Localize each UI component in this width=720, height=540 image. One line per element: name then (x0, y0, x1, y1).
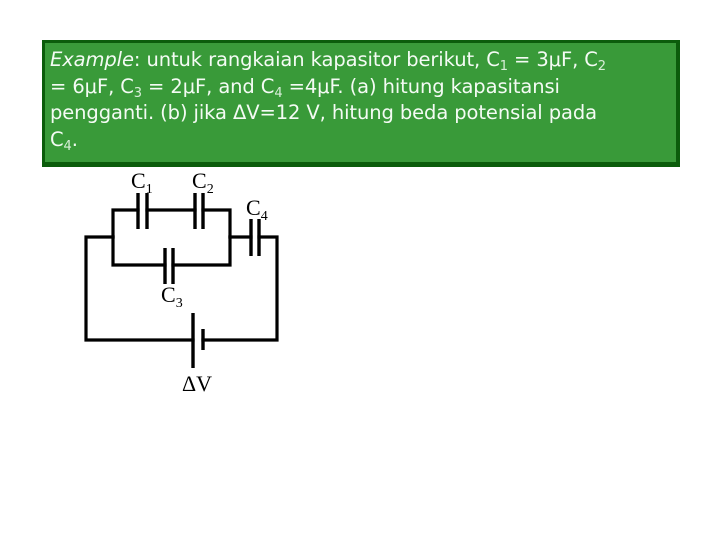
label-c2: C2 (192, 168, 214, 197)
wire-outer-right (201, 235, 279, 342)
wire-top-branch (111, 208, 232, 239)
capacitor-c1-symbol (136, 193, 149, 229)
label-source-voltage: ΔV (182, 371, 212, 396)
battery-symbol (191, 313, 205, 368)
capacitor-c2-symbol (193, 193, 205, 229)
problem-line-1: Example: untuk rangkaian kapasitor berik… (50, 48, 606, 74)
wire-bottom-branch (111, 235, 232, 267)
label-c4: C4 (246, 195, 268, 224)
capacitor-c3-symbol (163, 248, 175, 284)
problem-text: Example: untuk rangkaian kapasitor berik… (50, 47, 678, 153)
problem-line-3: pengganti. (b) jika ΔV=12 V, hitung beda… (50, 101, 597, 124)
example-label: Example (50, 48, 134, 71)
label-c1: C1 (131, 168, 153, 197)
problem-line-2: = 6μF, C3 = 2μF, and C4 =4μF. (a) hitung… (50, 74, 560, 101)
label-c3: C3 (161, 282, 183, 311)
problem-statement-box: Example: untuk rangkaian kapasitor berik… (42, 40, 680, 167)
capacitor-c4-symbol (249, 219, 261, 256)
wire-outer-left (84, 235, 195, 342)
problem-line-4: C4. (50, 127, 78, 154)
